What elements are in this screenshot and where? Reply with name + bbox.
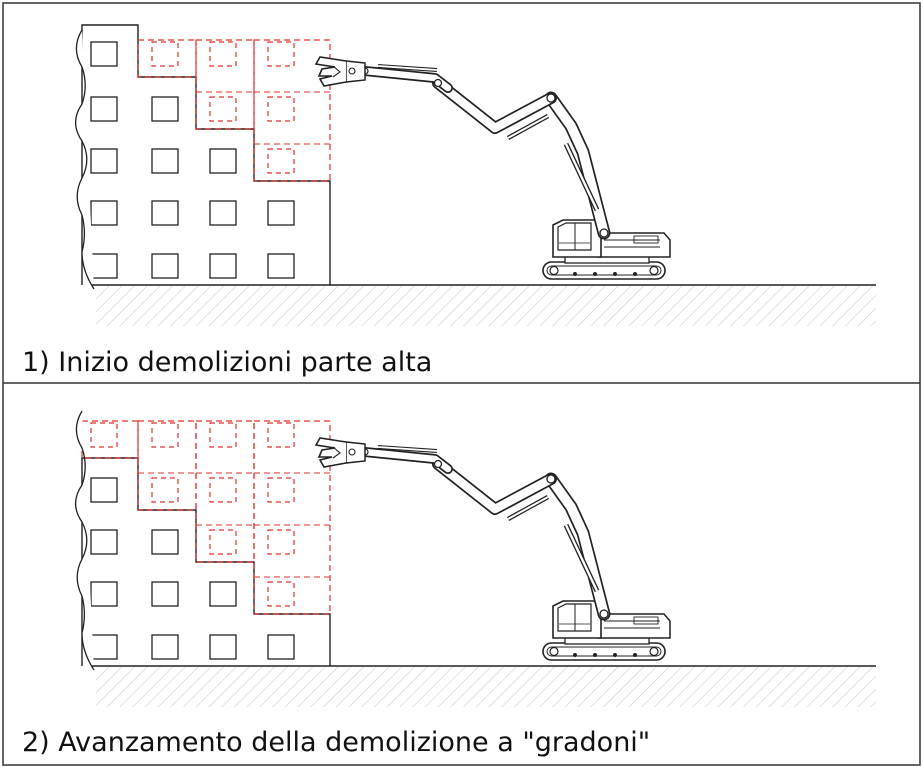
- window: [90, 581, 118, 607]
- window: [90, 253, 118, 279]
- window: [209, 634, 237, 660]
- window: [90, 41, 118, 67]
- window: [90, 148, 118, 174]
- demolished-window: [267, 96, 295, 122]
- window: [151, 200, 179, 226]
- demolished-window: [209, 477, 237, 503]
- panel-2-caption: 2) Avanzamento della demolizione a "grad…: [22, 727, 650, 758]
- window: [90, 477, 118, 503]
- demolished-window: [151, 477, 179, 503]
- demolished-window: [267, 148, 295, 174]
- building-cut-edge: [74, 29, 95, 290]
- demolished-window: [267, 422, 295, 448]
- demolished-window: [209, 96, 237, 122]
- window: [90, 96, 118, 122]
- window: [209, 253, 237, 279]
- demolished-window: [267, 41, 295, 67]
- window: [151, 529, 179, 555]
- window: [90, 529, 118, 555]
- demolished-portion-outline: [253, 420, 331, 615]
- window: [267, 200, 295, 226]
- demolition-excavator: [316, 438, 670, 660]
- ground-hatch: [96, 286, 876, 326]
- demolition-excavator: [316, 57, 670, 279]
- demolished-window: [267, 477, 295, 503]
- demolished-window: [209, 529, 237, 555]
- window: [151, 96, 179, 122]
- demolished-portion-outline: [195, 39, 255, 130]
- demolished-portion-outline: [195, 420, 255, 563]
- window: [209, 200, 237, 226]
- ground-hatch: [96, 667, 876, 707]
- demolished-window: [209, 422, 237, 448]
- demolished-window: [151, 422, 179, 448]
- window: [151, 148, 179, 174]
- demolished-window: [90, 422, 118, 448]
- window: [90, 634, 118, 660]
- window: [151, 634, 179, 660]
- window: [267, 634, 295, 660]
- window: [209, 148, 237, 174]
- panel-2: [74, 410, 876, 707]
- demolished-portion-outline: [137, 39, 197, 78]
- panel-2-content: [74, 410, 876, 707]
- window: [90, 200, 118, 226]
- demolished-portion-outline: [137, 420, 197, 511]
- window: [267, 253, 295, 279]
- building-cut-edge: [74, 410, 95, 671]
- window: [151, 581, 179, 607]
- panel-1-content: [74, 24, 876, 326]
- window: [209, 581, 237, 607]
- demolished-window: [267, 581, 295, 607]
- remaining-building-outline: [81, 24, 331, 285]
- demolished-window: [151, 41, 179, 67]
- panel-1: [74, 24, 876, 326]
- window: [151, 253, 179, 279]
- demolished-portion-outline: [253, 39, 331, 182]
- demolished-window: [209, 41, 237, 67]
- demolished-window: [267, 529, 295, 555]
- panel-1-caption: 1) Inizio demolizioni parte alta: [22, 347, 432, 378]
